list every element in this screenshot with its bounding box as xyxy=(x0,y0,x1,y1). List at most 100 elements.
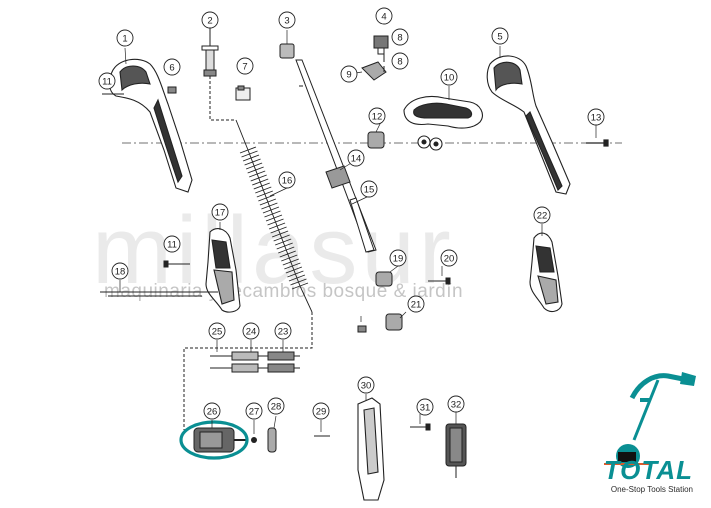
callout-number: 17 xyxy=(215,208,226,219)
callout-number: 24 xyxy=(246,327,257,338)
callout-16: 16 xyxy=(278,171,296,189)
callout-number: 2 xyxy=(207,16,212,27)
part-19-nut xyxy=(375,271,393,287)
callout-7: 7 xyxy=(236,57,254,75)
callout-18: 18 xyxy=(111,262,129,280)
callout-number: 23 xyxy=(278,327,289,338)
callout-20: 20 xyxy=(440,249,458,267)
part-4-switch xyxy=(361,35,389,81)
brand-name: TOTAL xyxy=(603,455,693,485)
brand-logo: TOTAL One-Stop Tools Station xyxy=(604,457,693,494)
callout-9: 9 xyxy=(340,65,358,83)
part-15-shaft xyxy=(279,43,377,253)
coil-rung xyxy=(245,162,263,170)
callout-number: 31 xyxy=(420,403,431,414)
highlight-ring xyxy=(179,420,249,460)
callout-24: 24 xyxy=(242,322,260,340)
callout-13: 13 xyxy=(587,108,605,126)
part-16-coiled-cable xyxy=(235,119,313,313)
part-32-battery-pack xyxy=(445,423,467,478)
part-6-screw xyxy=(167,86,177,94)
product-image-trimmer xyxy=(604,372,696,468)
coil-rung xyxy=(278,246,295,254)
callout-15: 15 xyxy=(360,180,378,198)
wiring-harness xyxy=(183,312,313,430)
part-28-washer xyxy=(267,427,277,453)
part-17-housing-left xyxy=(205,228,241,313)
callout-number: 10 xyxy=(444,73,455,84)
part-13-screw xyxy=(586,139,609,147)
callout-8: 8 xyxy=(391,52,409,70)
callout-3: 3 xyxy=(278,11,296,29)
callout-8: 8 xyxy=(391,28,409,46)
part-5-right-handle xyxy=(486,55,571,195)
coil-rung xyxy=(281,254,298,262)
coil-rung xyxy=(275,238,292,246)
coil-rung xyxy=(250,174,267,182)
callout-number: 14 xyxy=(351,154,362,165)
brand-tagline: One-Stop Tools Station xyxy=(610,485,693,494)
coil-rung xyxy=(262,206,280,214)
callout-number: 19 xyxy=(393,254,404,265)
part-2-switch-bracket xyxy=(201,28,236,121)
coil-rung xyxy=(284,262,301,270)
callout-28: 28 xyxy=(267,397,285,415)
coil-rung xyxy=(287,270,304,278)
coil-rung xyxy=(285,266,303,274)
callout-number: 8 xyxy=(397,33,402,44)
callout-17: 17 xyxy=(211,203,229,221)
callout-number: 26 xyxy=(207,407,218,418)
coil-rung xyxy=(290,278,307,286)
part-26-motor xyxy=(179,420,249,460)
callout-number: 11 xyxy=(167,240,177,251)
callout-14: 14 xyxy=(347,149,365,167)
callout-26: 26 xyxy=(203,402,221,420)
callout-number: 9 xyxy=(346,70,351,81)
coil-rung xyxy=(268,222,286,230)
coil-rung xyxy=(288,274,306,282)
callout-number: 15 xyxy=(364,185,375,196)
callout-6: 6 xyxy=(163,58,181,76)
coil-rung xyxy=(253,182,270,190)
callout-number: 7 xyxy=(242,62,247,73)
coil-rung xyxy=(259,198,277,206)
coil-rung xyxy=(273,234,290,242)
part-10-aux-handle xyxy=(403,95,483,151)
callout-21: 21 xyxy=(407,295,425,313)
callout-22: 22 xyxy=(533,206,551,224)
callout-number: 27 xyxy=(249,407,260,418)
part-22-housing-right xyxy=(529,232,563,313)
callout-number: 1 xyxy=(122,34,127,45)
callout-number: 21 xyxy=(411,300,422,311)
callout-1: 1 xyxy=(116,29,134,47)
part-27-bearing xyxy=(251,437,257,443)
callout-25: 25 xyxy=(208,322,226,340)
part-30-cover xyxy=(357,397,385,501)
callout-number: 8 xyxy=(397,57,402,68)
callout-2: 2 xyxy=(201,11,219,29)
callout-number: 32 xyxy=(451,400,462,411)
callout-number: 18 xyxy=(115,267,126,278)
callout-number: 5 xyxy=(497,32,502,43)
callout-29: 29 xyxy=(312,402,330,420)
callout-number: 6 xyxy=(169,63,174,74)
callout-32: 32 xyxy=(447,395,465,413)
callout-number: 29 xyxy=(316,407,327,418)
coil-rung xyxy=(276,242,293,250)
coil-rung xyxy=(265,214,283,222)
part-11-screw-b xyxy=(163,260,190,268)
coil-rung xyxy=(270,226,287,234)
callout-number: 25 xyxy=(212,327,223,338)
callout-11: 11 xyxy=(98,72,116,90)
callout-30: 30 xyxy=(357,376,375,394)
coil-rung xyxy=(261,202,278,210)
coil-rung xyxy=(249,170,266,178)
callout-number: 4 xyxy=(381,12,386,23)
callout-number: 3 xyxy=(284,16,289,27)
part-7-terminal xyxy=(235,85,251,101)
coil-rung xyxy=(258,194,275,202)
part-18-trimmer-line xyxy=(100,291,218,297)
